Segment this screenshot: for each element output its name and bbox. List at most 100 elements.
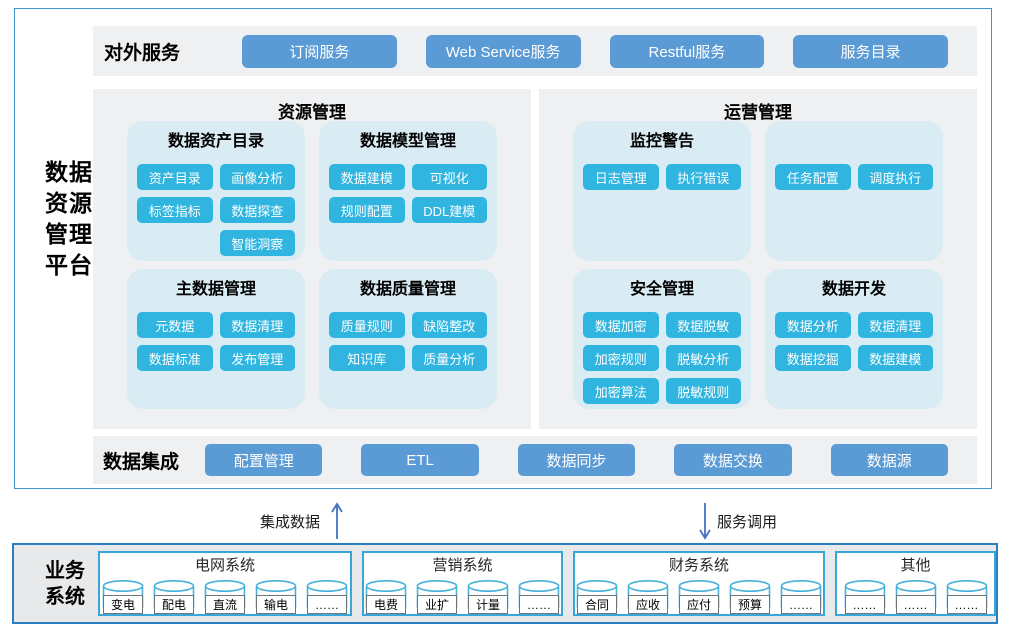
group-title: 数据资产目录 (167, 133, 264, 150)
feature-button[interactable]: 加密规则 (583, 345, 659, 371)
system-module-label: 直流 (205, 595, 245, 614)
group-data-development: 数据开发数据分析数据清理数据挖掘数据建模 (765, 269, 943, 409)
service-button[interactable]: 服务目录 (793, 34, 949, 68)
feature-button[interactable]: 加密算法 (583, 378, 659, 404)
system-module-label: 应付 (679, 595, 719, 614)
feature-button[interactable]: 数据清理 (857, 312, 933, 338)
feature-button[interactable]: 可视化 (411, 164, 487, 190)
business-groups: 电网系统变电配电直流输电……营销系统电费业扩计量……财务系统合同应收应付预算……… (98, 551, 996, 616)
data-integration-label: 数据集成 (103, 451, 180, 473)
feature-button[interactable]: 任务配置 (775, 164, 851, 190)
feature-button[interactable]: 日志管理 (583, 164, 659, 190)
group-monitoring-alert: 监控警告日志管理执行错误 (573, 121, 751, 261)
integration-button[interactable]: 数据交换 (674, 444, 792, 476)
feature-button[interactable]: 数据建模 (329, 164, 405, 190)
feature-button[interactable]: 调度执行 (857, 164, 933, 190)
group-buttons: 质量规则缺陷整改知识库质量分析 (329, 312, 487, 371)
group-data-quality-management: 数据质量管理质量规则缺陷整改知识库质量分析 (319, 269, 497, 409)
feature-button[interactable]: 数据分析 (775, 312, 851, 338)
business-group-finance-system: 财务系统合同应收应付预算…… (573, 551, 825, 616)
database-cylinder-icon: 应收 (627, 579, 669, 616)
feature-button[interactable]: 资产目录 (137, 164, 213, 190)
feature-button[interactable]: 数据标准 (137, 345, 213, 371)
business-group-marketing-system: 营销系统电费业扩计量…… (362, 551, 563, 616)
system-module-label: …… (519, 595, 559, 614)
system-module-label: 输电 (256, 595, 296, 614)
cylinder-row: ……………… (837, 579, 994, 616)
panel-operation-management: 运营管理监控警告日志管理执行错误任务配置调度执行安全管理数据加密数据脱敏加密规则… (539, 89, 977, 429)
feature-button[interactable]: 数据脱敏 (665, 312, 741, 338)
feature-button[interactable]: 知识库 (329, 345, 405, 371)
group-title: 主数据管理 (175, 281, 256, 298)
service-button[interactable]: Restful服务 (609, 34, 765, 68)
integration-button[interactable]: ETL (361, 444, 479, 476)
database-cylinder-icon: 合同 (576, 579, 618, 616)
integration-button[interactable]: 配置管理 (205, 444, 323, 476)
platform-title-line: 管理 (45, 221, 93, 247)
feature-button[interactable]: 发布管理 (219, 345, 295, 371)
main-panels: 资源管理数据资产目录资产目录画像分析标签指标数据探查智能洞察数据模型管理数据建模… (93, 89, 977, 429)
panel-title: 运营管理 (724, 103, 792, 122)
data-integration-band: 数据集成 配置管理 ETL 数据同步 数据交换 数据源 (93, 436, 977, 484)
feature-button[interactable]: 质量分析 (411, 345, 487, 371)
business-group-power-grid-system: 电网系统变电配电直流输电 …… (98, 551, 352, 616)
panel-groups: 监控警告日志管理执行错误任务配置调度执行安全管理数据加密数据脱敏加密规则脱敏分析… (539, 121, 977, 409)
integration-button[interactable]: 数据源 (830, 444, 948, 476)
business-systems-container: 业务系统 电网系统变电配电直流输电……营销系统电费业扩计量……财务系统合同应收应… (12, 543, 998, 624)
feature-button[interactable]: 数据建模 (857, 345, 933, 371)
business-group-title: 其他 (900, 557, 931, 574)
platform-title-line: 资源 (45, 190, 93, 216)
database-cylinder-icon: 直流 (204, 579, 246, 616)
service-call-label: 服务调用 (717, 514, 778, 531)
database-cylinder-icon: …… (518, 579, 560, 616)
panel-title: 资源管理 (278, 103, 346, 122)
system-module-label: …… (895, 595, 936, 614)
feature-button[interactable]: 质量规则 (329, 312, 405, 338)
service-button[interactable]: Web Service服务 (425, 34, 581, 68)
system-module-label: 配电 (154, 595, 194, 614)
panel-groups: 数据资产目录资产目录画像分析标签指标数据探查智能洞察数据模型管理数据建模可视化规… (93, 121, 531, 409)
integration-button[interactable]: 数据同步 (517, 444, 636, 476)
system-module-label: 应收 (628, 595, 668, 614)
feature-button[interactable]: 数据挖掘 (775, 345, 851, 371)
business-group-title: 营销系统 (432, 557, 493, 574)
database-cylinder-icon: 预算 (729, 579, 771, 616)
feature-button[interactable]: 脱敏分析 (665, 345, 741, 371)
feature-button[interactable]: 数据加密 (583, 312, 659, 338)
group-buttons: 数据加密数据脱敏加密规则脱敏分析加密算法脱敏规则 (583, 312, 741, 404)
group-security-management: 安全管理数据加密数据脱敏加密规则脱敏分析加密算法脱敏规则 (573, 269, 751, 409)
feature-button[interactable]: 画像分析 (219, 164, 295, 190)
feature-button[interactable]: 数据探查 (219, 197, 295, 223)
external-services-buttons: 订阅服务 Web Service服务 Restful服务服务目录 (242, 34, 949, 68)
business-group-title: 电网系统 (194, 557, 255, 574)
group-title: 数据质量管理 (359, 281, 456, 298)
group-data-asset-catalog: 数据资产目录资产目录画像分析标签指标数据探查智能洞察 (127, 121, 305, 261)
platform-title: 数据资源管理平台 (45, 157, 103, 281)
feature-button[interactable]: 数据清理 (219, 312, 295, 338)
feature-button[interactable]: 规则配置 (329, 197, 405, 223)
data-integration-buttons: 配置管理 ETL 数据同步 数据交换 数据源 (205, 444, 948, 476)
feature-button[interactable]: 执行错误 (665, 164, 741, 190)
down-arrow-icon (699, 503, 711, 540)
database-cylinder-icon: 输电 (255, 579, 297, 616)
service-button[interactable]: 订阅服务 (242, 34, 397, 68)
feature-button[interactable]: 智能洞察 (219, 230, 295, 256)
feature-button[interactable]: 缺陷整改 (411, 312, 487, 338)
group-title: 监控警告 (629, 133, 694, 150)
feature-button[interactable]: 脱敏规则 (665, 378, 741, 404)
group-buttons: 任务配置调度执行 (775, 164, 933, 190)
business-label-line: 系统 (45, 586, 85, 608)
system-module-label: 业扩 (417, 595, 457, 614)
cylinder-row: 合同应收应付预算…… (575, 579, 823, 616)
group-buttons: 数据分析数据清理数据挖掘数据建模 (775, 312, 933, 371)
feature-button[interactable]: DDL建模 (411, 197, 487, 223)
feature-button[interactable]: 元数据 (137, 312, 213, 338)
feature-button[interactable]: 标签指标 (137, 197, 213, 223)
system-module-label: …… (307, 595, 347, 614)
system-module-label: 变电 (103, 595, 143, 614)
database-cylinder-icon: 业扩 (416, 579, 458, 616)
